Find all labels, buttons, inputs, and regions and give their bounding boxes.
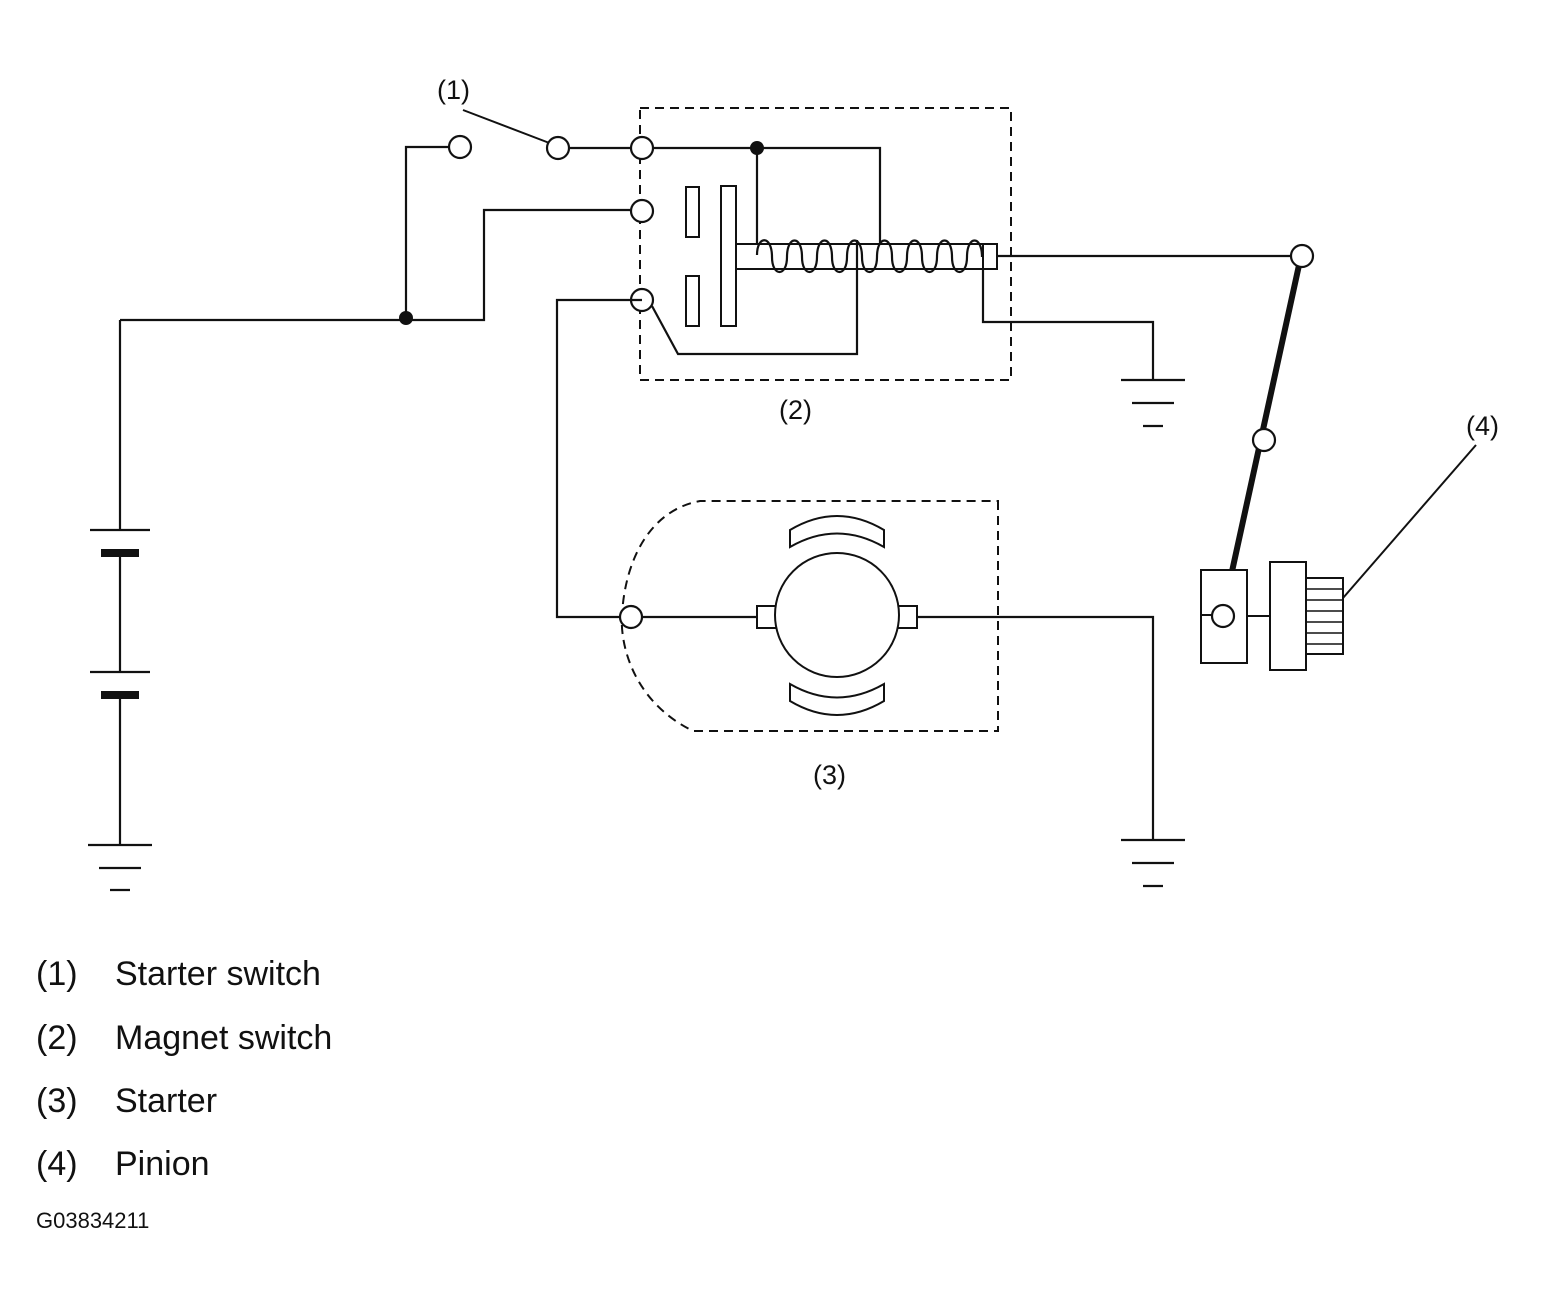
wire-starter-to-ground	[917, 615, 1155, 840]
magnet-switch-outline	[639, 107, 1012, 381]
figure-code: G03834211	[36, 1208, 149, 1233]
pinion-lever-pin	[1210, 603, 1236, 629]
magnet-terminal-s	[629, 135, 655, 161]
ground-symbol-battery	[88, 843, 152, 892]
magnet-terminal-b	[629, 198, 655, 224]
battery-plate-short-1	[101, 549, 139, 557]
lever-pivot-top	[1289, 243, 1315, 269]
starter-motor	[555, 298, 1155, 840]
callout-1: (1)	[437, 75, 470, 105]
starter-switch	[447, 109, 571, 161]
lever-pivot-middle	[1251, 427, 1277, 453]
leader-line-4	[1342, 444, 1477, 599]
legend-num: (1)	[36, 955, 78, 993]
legend-num: (2)	[36, 1019, 78, 1057]
legend: (1) Starter switch (2) Magnet switch (3)…	[36, 955, 332, 1183]
callout-4: (4)	[1466, 411, 1499, 441]
legend-label: Starter	[115, 1082, 217, 1120]
wire-battery-to-contact-b	[120, 208, 630, 322]
solenoid-coil	[755, 239, 984, 274]
switch-blade	[462, 109, 553, 145]
switch-terminal-b	[545, 135, 571, 161]
magnet-switch	[629, 107, 1155, 381]
legend-label: Pinion	[115, 1145, 210, 1183]
field-pole-bottom	[789, 682, 885, 716]
battery-plate-short-2	[101, 691, 139, 699]
switch-terminal-a	[447, 134, 473, 160]
callout-3: (3)	[813, 760, 846, 790]
legend-num: (4)	[36, 1145, 78, 1183]
pinion	[1200, 561, 1344, 671]
plunger-rod	[735, 243, 997, 270]
armature	[774, 552, 900, 678]
pinion-gear	[1305, 577, 1344, 655]
battery	[90, 320, 150, 845]
ground-symbol-starter	[1121, 838, 1185, 888]
fixed-contact-upper	[685, 186, 700, 238]
pull-in-wire	[653, 146, 882, 270]
legend-label: Starter switch	[115, 955, 321, 993]
wire-battery-to-switch	[404, 145, 448, 318]
legend-num: (3)	[36, 1082, 78, 1120]
fixed-contact-lower	[685, 275, 700, 327]
wire-m-terminal-to-coil	[651, 240, 859, 356]
starter-terminal	[618, 604, 644, 630]
ground-symbol-magnet	[1121, 378, 1185, 428]
field-pole-top	[789, 515, 885, 549]
pinion-collar	[1269, 561, 1307, 671]
moving-contact-plate	[720, 185, 737, 327]
legend-label: Magnet switch	[115, 1019, 332, 1057]
junction-dot	[399, 311, 413, 325]
wire-coil-to-ground	[981, 269, 1155, 380]
callout-2: (2)	[779, 395, 812, 425]
wire-magnet-to-starter	[555, 298, 642, 619]
